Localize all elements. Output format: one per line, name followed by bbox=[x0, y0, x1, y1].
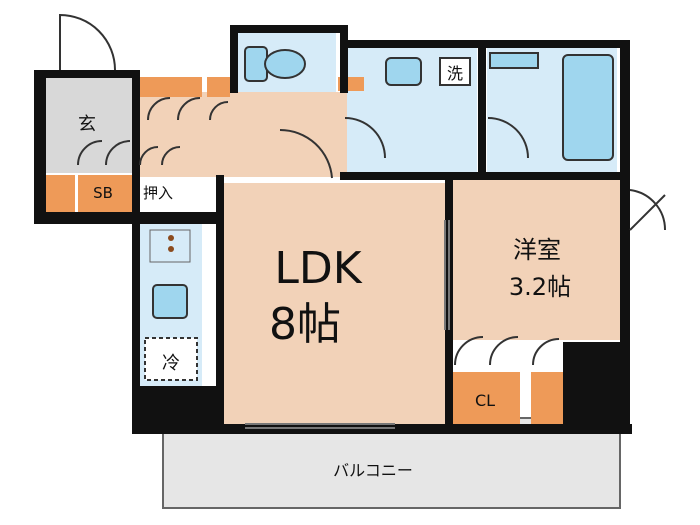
bathtub bbox=[562, 54, 614, 161]
vanity bbox=[489, 52, 539, 69]
ldk-label: LDK bbox=[274, 243, 362, 294]
upper-storage-right bbox=[207, 77, 230, 97]
kitchen-sink bbox=[152, 284, 188, 319]
closet-label: CL bbox=[475, 391, 495, 410]
fridge-space bbox=[144, 337, 198, 381]
fixtures bbox=[144, 46, 614, 381]
entrance-label: 玄 bbox=[78, 114, 96, 135]
ldk-room bbox=[217, 183, 445, 428]
walls bbox=[34, 25, 632, 434]
balcony-label: バルコニー bbox=[333, 461, 413, 480]
upper-storage-left bbox=[140, 77, 202, 97]
fridge-label: 冷 bbox=[162, 353, 180, 374]
corridor bbox=[139, 92, 374, 177]
toilet-tank bbox=[244, 46, 268, 82]
stove bbox=[149, 229, 191, 263]
western-room-size-label: 3.2帖 bbox=[509, 273, 571, 301]
shoe-box-label: SB bbox=[93, 184, 113, 202]
burner-bottom bbox=[168, 246, 174, 252]
western-room bbox=[452, 178, 625, 340]
ldk-size-label: 8帖 bbox=[269, 299, 341, 350]
laundry-label: 洗 bbox=[447, 64, 463, 83]
washing-machine-space bbox=[439, 57, 471, 86]
burner-top bbox=[168, 235, 174, 241]
entrance-area bbox=[40, 78, 135, 173]
toilet-bowl bbox=[264, 49, 306, 79]
closet-side bbox=[531, 372, 563, 424]
shoe-box bbox=[78, 175, 132, 213]
closet bbox=[450, 372, 520, 424]
door-swings bbox=[59, 13, 667, 366]
shoe-storage-left bbox=[44, 175, 75, 213]
storage-label: 押入 bbox=[143, 184, 173, 202]
sliding-doors bbox=[245, 220, 450, 429]
western-room-label: 洋室 bbox=[513, 236, 561, 264]
washbasin bbox=[385, 57, 422, 86]
